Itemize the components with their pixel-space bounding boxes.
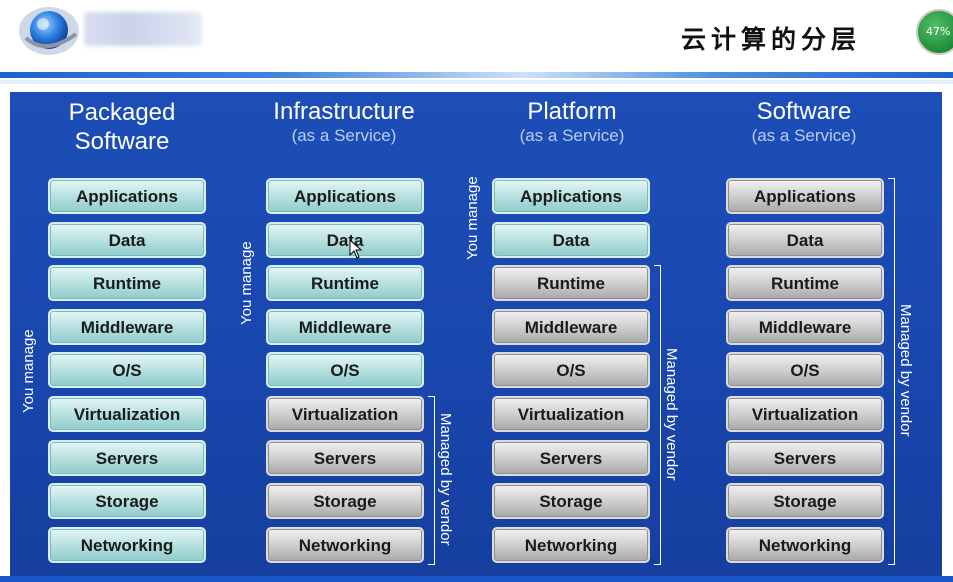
column-title-subtitle: (as a Service) — [519, 126, 625, 145]
layer-storage-3: Storage — [726, 483, 884, 519]
column-title-main: Packaged Software — [68, 99, 176, 155]
layer-applications-3: Applications — [726, 178, 884, 214]
column-title-main: Infrastructure — [273, 98, 415, 125]
layer-applications-2: Applications — [492, 178, 650, 214]
layer-middleware-0: Middleware — [48, 309, 206, 345]
layer-storage-0: Storage — [48, 483, 206, 519]
managed-by-vendor-label-1: Managed by vendor — [437, 413, 454, 546]
layer-runtime-1: Runtime — [266, 265, 424, 301]
layer-runtime-2: Runtime — [492, 265, 650, 301]
column-title-subtitle: (as a Service) — [291, 126, 397, 145]
layer-networking-3: Networking — [726, 527, 884, 563]
layer-virtualization-3: Virtualization — [726, 396, 884, 432]
progress-badge: 47% — [916, 9, 953, 55]
layer-networking-1: Networking — [266, 527, 424, 563]
layer-data-0: Data — [48, 222, 206, 258]
layer-os-0: O/S — [48, 352, 206, 388]
layer-os-1: O/S — [266, 352, 424, 388]
slide-header: 云计算的分层 47% — [0, 0, 953, 84]
header-divider — [0, 72, 953, 78]
vendor-bracket-2 — [654, 265, 661, 565]
layer-data-3: Data — [726, 222, 884, 258]
layer-virtualization-0: Virtualization — [48, 396, 206, 432]
layer-servers-1: Servers — [266, 440, 424, 476]
layer-middleware-1: Middleware — [266, 309, 424, 345]
layer-storage-2: Storage — [492, 483, 650, 519]
column-title-main: Platform — [527, 98, 617, 125]
layer-runtime-3: Runtime — [726, 265, 884, 301]
you-manage-label-0: You manage — [20, 328, 37, 413]
column-title-1: Infrastructure(as a Service) — [239, 98, 449, 146]
layer-applications-0: Applications — [48, 178, 206, 214]
layer-os-3: O/S — [726, 352, 884, 388]
layer-middleware-2: Middleware — [492, 309, 650, 345]
bottom-strip — [0, 576, 953, 582]
managed-by-vendor-label-2: Managed by vendor — [663, 347, 680, 481]
mouse-cursor-icon — [349, 239, 363, 259]
column-title-3: Software(as a Service) — [699, 98, 909, 146]
layer-virtualization-1: Virtualization — [266, 396, 424, 432]
layer-os-2: O/S — [492, 352, 650, 388]
slide-title: 云计算的分层 — [680, 25, 861, 54]
column-title-subtitle: (as a Service) — [751, 126, 857, 145]
logo-icon — [19, 7, 79, 55]
column-title-main: Software — [756, 98, 852, 125]
layer-storage-1: Storage — [266, 483, 424, 519]
header-divider-light — [0, 80, 953, 84]
layer-servers-3: Servers — [726, 440, 884, 476]
layer-runtime-0: Runtime — [48, 265, 206, 301]
layer-middleware-3: Middleware — [726, 309, 884, 345]
layer-data-2: Data — [492, 222, 650, 258]
layer-networking-2: Networking — [492, 527, 650, 563]
layer-data-1: Data — [266, 222, 424, 258]
you-manage-label-1: You manage — [238, 241, 255, 325]
you-manage-label-2: You manage — [464, 176, 481, 260]
column-title-2: Platform(as a Service) — [467, 98, 677, 146]
layer-networking-0: Networking — [48, 527, 206, 563]
layer-virtualization-2: Virtualization — [492, 396, 650, 432]
vendor-bracket-1 — [428, 396, 435, 565]
managed-by-vendor-label-3: Managed by vendor — [897, 304, 914, 437]
layer-applications-1: Applications — [266, 178, 424, 214]
vendor-bracket-3 — [888, 178, 895, 565]
blurred-organization-name — [84, 12, 202, 46]
column-title-0: Packaged Software — [17, 98, 227, 156]
layer-servers-2: Servers — [492, 440, 650, 476]
layer-servers-0: Servers — [48, 440, 206, 476]
